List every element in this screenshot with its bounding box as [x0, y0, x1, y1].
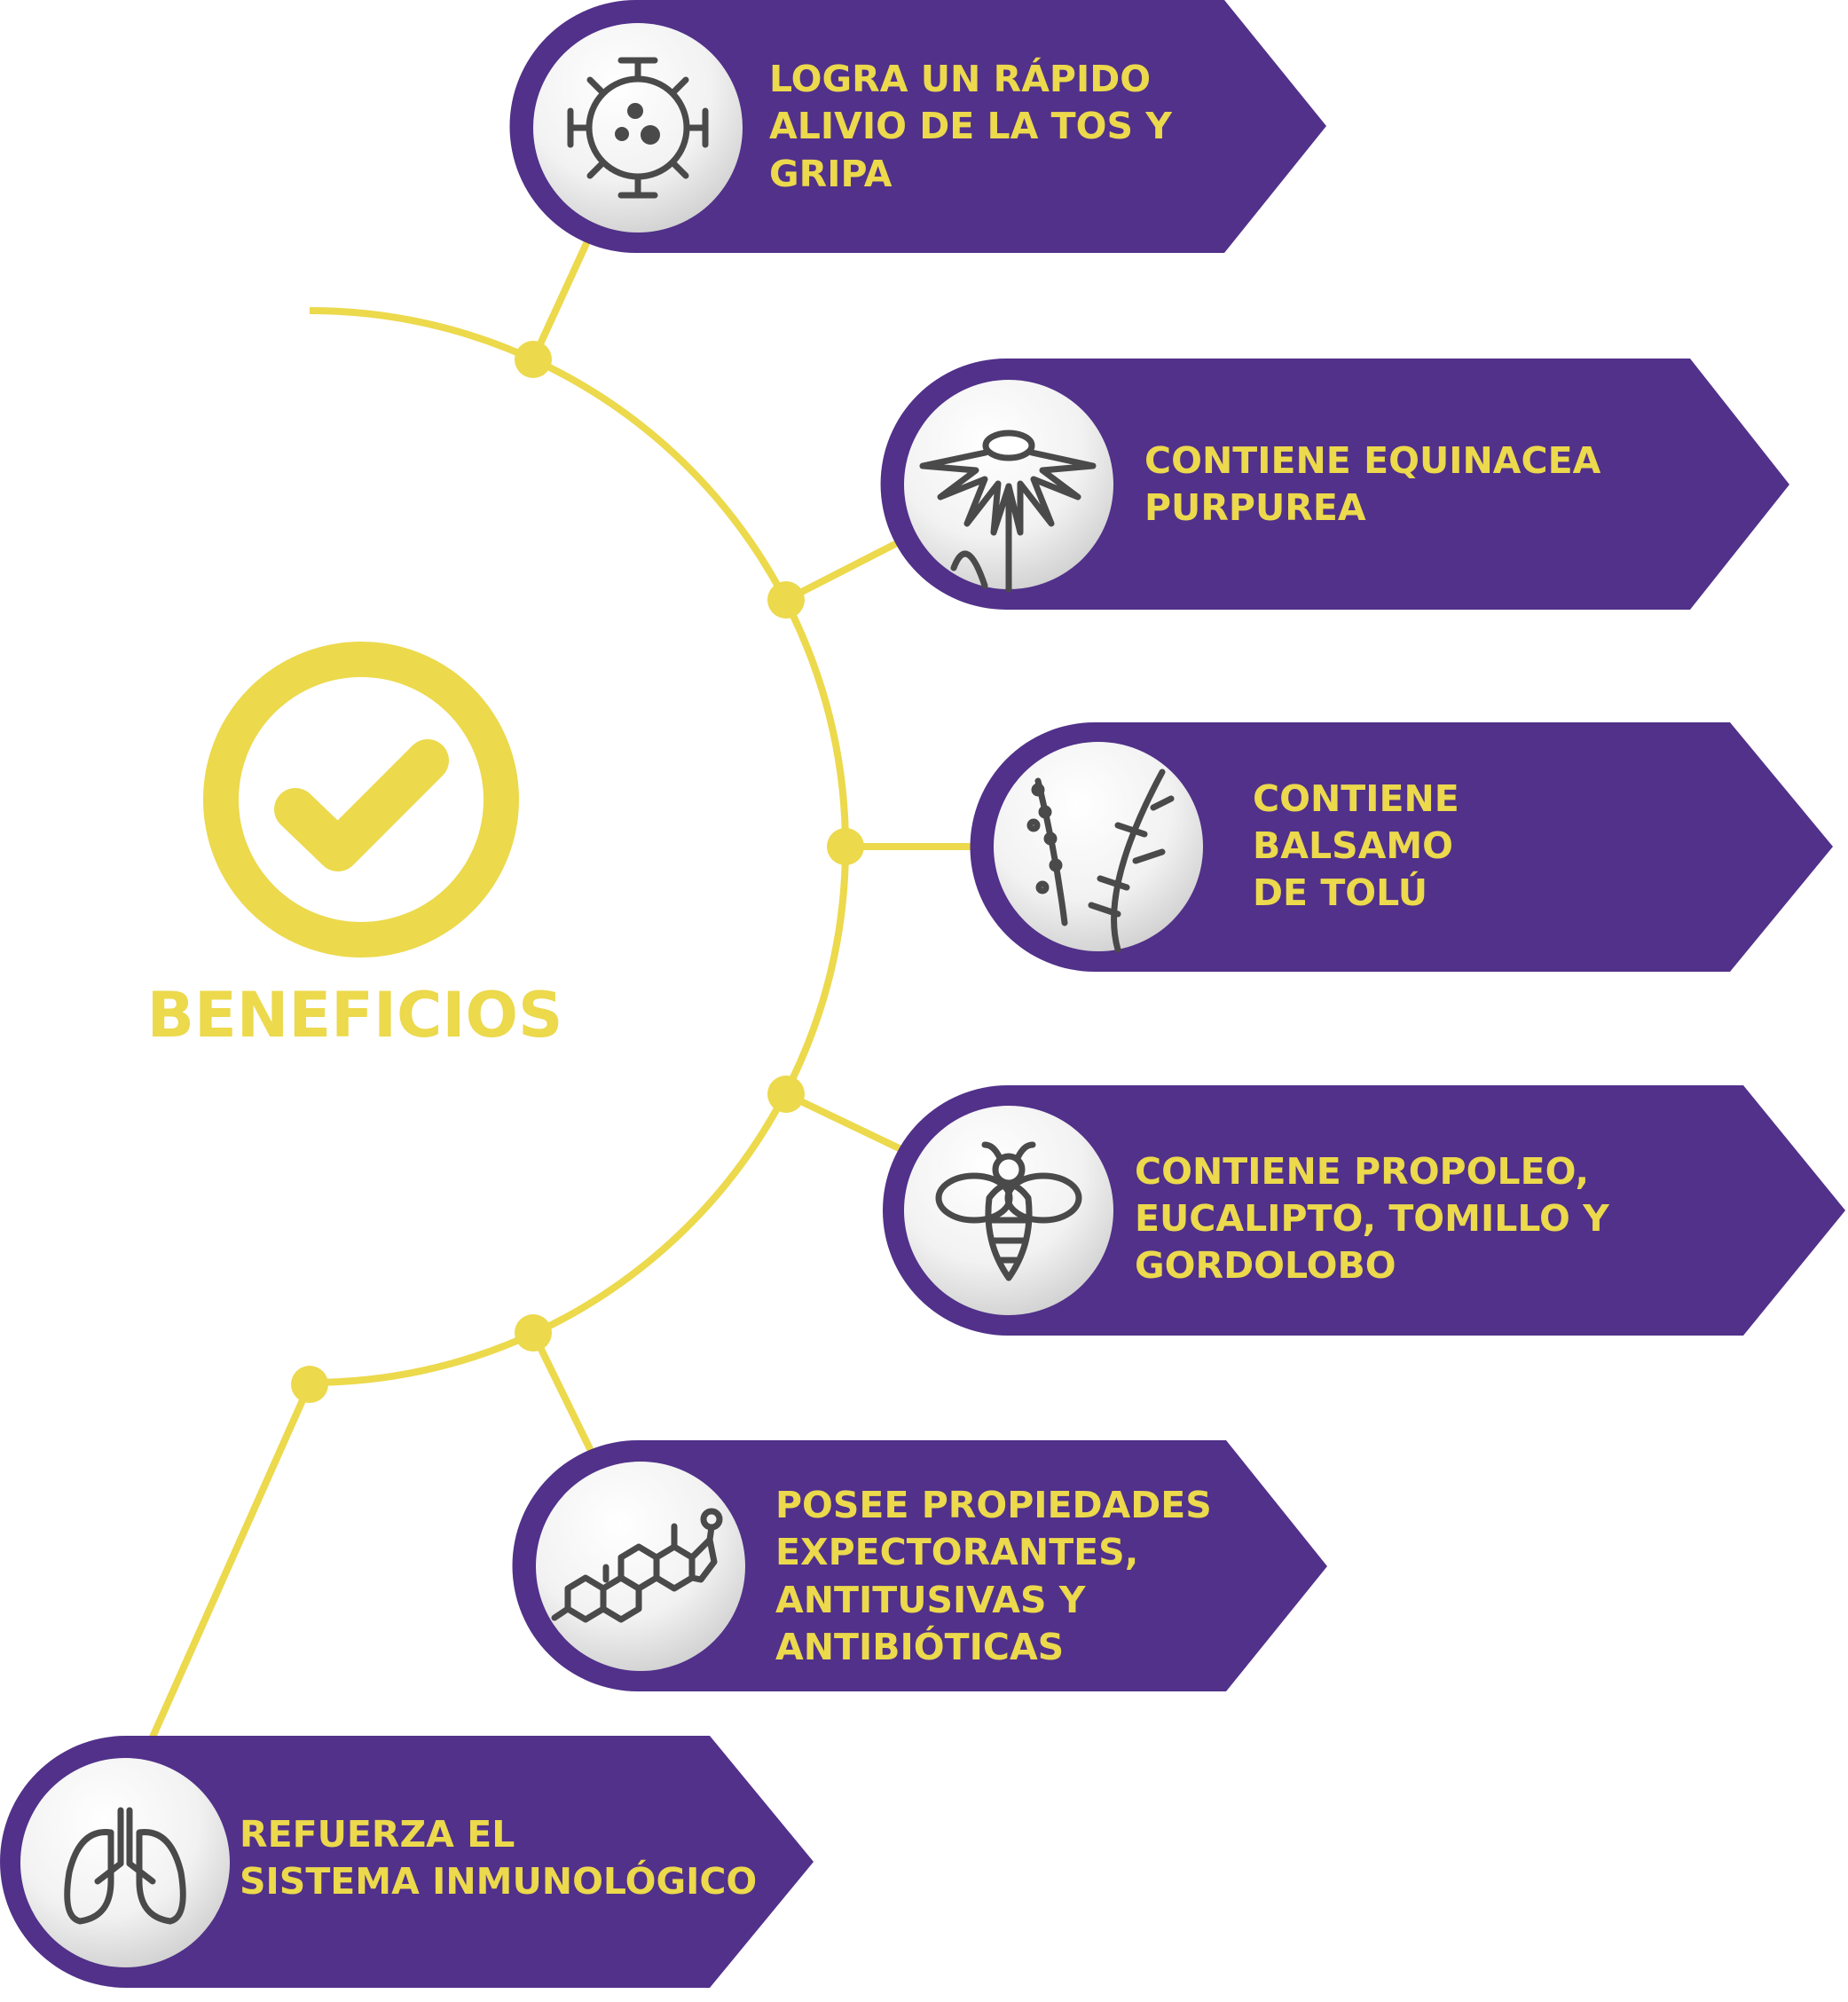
timeline-arc [309, 307, 849, 1386]
bee-icon [935, 1141, 1082, 1281]
benefit-label: LOGRA UN RÁPIDO ALIVIO DE LA TOS Y GRIPA [769, 58, 1184, 195]
benefit-label: CONTIENE PROPOLEO, EUCALIPTO, TOMILLO Y … [1135, 1150, 1622, 1287]
benefit-card: POSEE PROPIEDADES EXPECTORANTES, ANTITUS… [512, 1440, 1327, 1691]
molecule-icon [551, 1508, 723, 1623]
benefit-label: POSEE PROPIEDADES EXPECTORANTES, ANTITUS… [775, 1484, 1224, 1668]
virus-icon [567, 57, 709, 199]
benefit-card: REFUERZA EL SISTEMA INMUNOLÓGICO [0, 1736, 814, 1988]
benefit-card: CONTIENE PROPOLEO, EUCALIPTO, TOMILLO Y … [883, 1085, 1845, 1336]
benefit-card: CONTIENE BALSAMO DE TOLÚ [970, 722, 1833, 972]
connectors [147, 228, 995, 1743]
benefit-label: CONTIENE EQUINACEA PURPUREA [1144, 439, 1614, 529]
benefit-card: LOGRA UN RÁPIDO ALIVIO DE LA TOS Y GRIPA [509, 0, 1326, 253]
echinacea-flower-icon [919, 430, 1097, 593]
benefit-label: REFUERZA EL SISTEMA INMUNOLÓGICO [240, 1813, 757, 1903]
timeline-dots [291, 341, 864, 1403]
check-circle-icon [203, 642, 519, 958]
tolu-balsam-plant-icon [1026, 768, 1175, 953]
lungs-icon [64, 1807, 186, 1925]
benefit-card: CONTIENE EQUINACEA PURPUREA [880, 359, 1789, 610]
benefit-label: CONTIENE BALSAMO DE TOLÚ [1253, 777, 1472, 914]
title: BENEFICIOS [147, 979, 563, 1052]
